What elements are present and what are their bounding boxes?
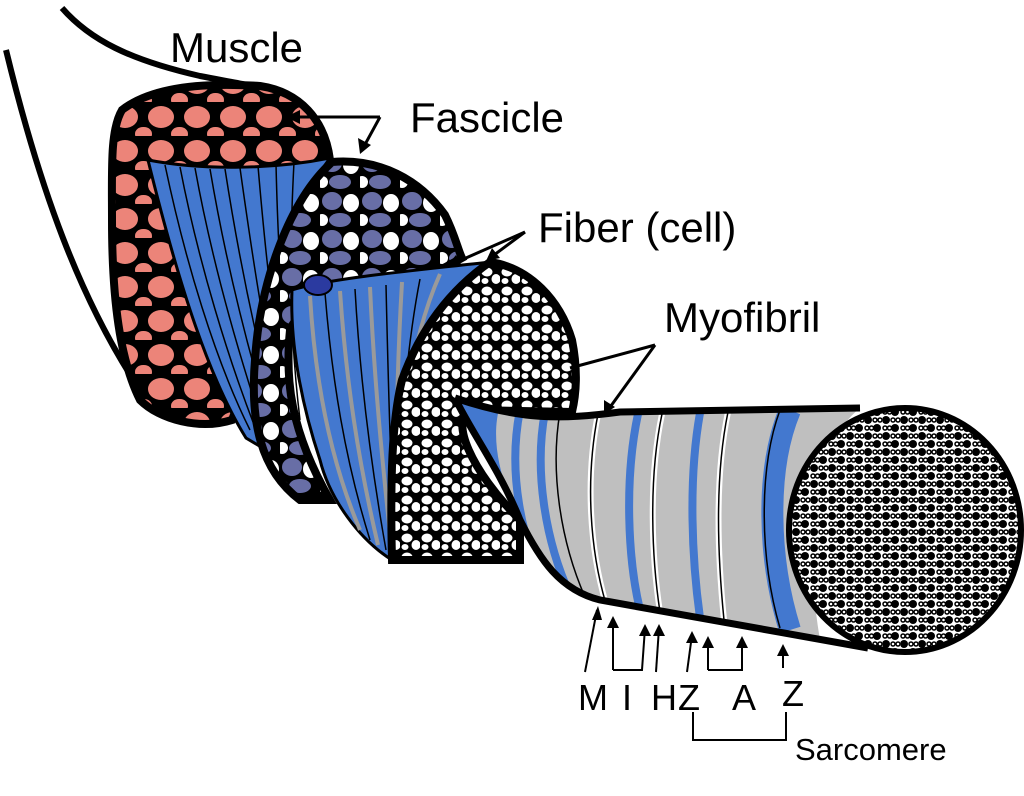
fiber-cross-section [387, 257, 580, 565]
band-label-h: H [651, 677, 677, 718]
label-fiber: Fiber (cell) [538, 204, 736, 251]
band-label-i: I [622, 677, 632, 718]
myofibril [451, 394, 869, 652]
label-arrows [290, 115, 657, 411]
epimysium-line-left [3, 49, 143, 392]
band-label-z-left: Z [678, 677, 700, 718]
band-label-z-right: Z [782, 673, 804, 714]
label-sarcomere: Sarcomere [795, 732, 947, 767]
band-label-m: M [578, 677, 608, 718]
label-arrowheads [286, 110, 615, 414]
band-arrows [584, 609, 787, 741]
label-muscle: Muscle [170, 24, 303, 71]
label-fascicle: Fascicle [410, 94, 564, 141]
nucleus [303, 274, 333, 296]
band-arrowheads [592, 606, 789, 656]
myofibril-bands [455, 398, 801, 634]
fascicle-cross-section [249, 157, 468, 504]
band-label-a: A [732, 677, 756, 718]
myofibril-cross-section [786, 405, 1024, 655]
label-myofibril: Myofibril [664, 294, 820, 341]
